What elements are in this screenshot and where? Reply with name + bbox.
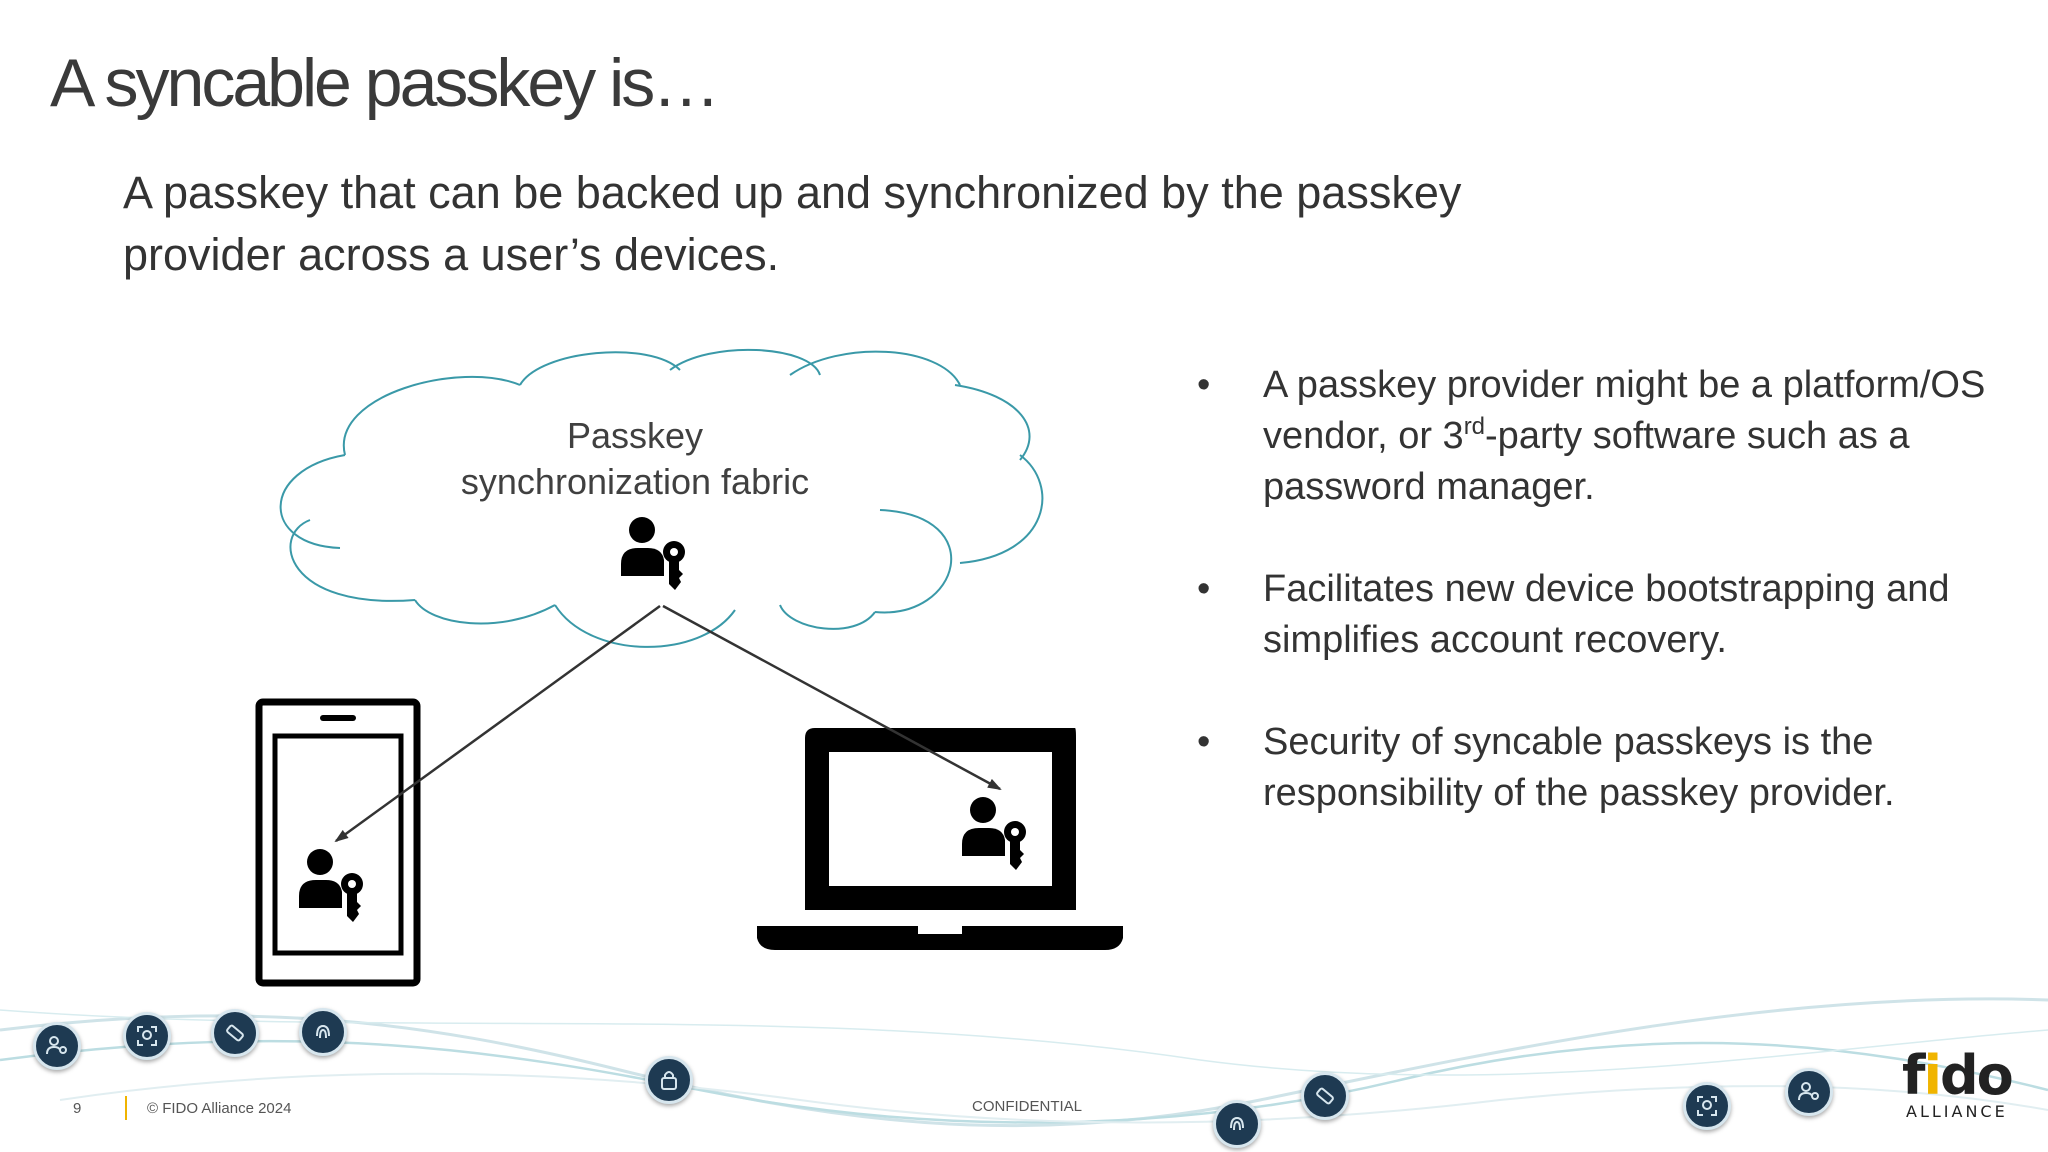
page-number: 9 xyxy=(73,1100,82,1117)
bullet-1-line-2: vendor, or 3rd-party software such as a xyxy=(1263,411,2035,462)
footer-copyright: © FIDO Alliance 2024 xyxy=(147,1100,292,1117)
bullet-list: • A passkey provider might be a platform… xyxy=(1195,360,2035,870)
user-key-icon xyxy=(33,1022,81,1070)
phone-passkey-icon xyxy=(299,849,363,922)
bullet-1-line-1: A passkey provider might be a platform/O… xyxy=(1263,364,1986,406)
cloud-label-line-1: Passkey xyxy=(566,415,704,456)
sync-cloud-shape xyxy=(279,348,1044,648)
phone-device-icon xyxy=(255,698,421,987)
usb-key-icon xyxy=(211,1009,259,1057)
bullet-1-line-3: password manager. xyxy=(1263,466,1595,508)
bullet-1-line-2-pre: vendor, or 3 xyxy=(1263,415,1464,457)
bullet-item: • A passkey provider might be a platform… xyxy=(1195,360,2035,513)
bullet-dot: • xyxy=(1197,721,1211,763)
bullet-dot: • xyxy=(1197,568,1211,610)
subtitle-line-2: provider across a user’s devices. xyxy=(123,229,780,280)
user-key-icon xyxy=(1785,1068,1833,1116)
slide-subtitle: A passkey that can be backed up and sync… xyxy=(123,162,1461,286)
bullet-2-line-2: simplifies account recovery. xyxy=(1263,619,1727,661)
face-id-icon xyxy=(123,1012,171,1060)
bullet-dot: • xyxy=(1197,364,1211,406)
bullet-1-superscript: rd xyxy=(1463,413,1486,440)
fido-logo-alliance: ALLIANCE xyxy=(1906,1102,2008,1121)
fido-logo-word: fido xyxy=(1902,1044,2014,1107)
cloud-label-line-2: synchronization fabric xyxy=(460,461,810,502)
subtitle-line-1: A passkey that can be backed up and sync… xyxy=(123,167,1462,218)
slide-title: A syncable passkey is… xyxy=(50,45,720,121)
fingerprint-icon xyxy=(1213,1100,1261,1148)
fingerprint-icon xyxy=(299,1008,347,1056)
bullet-3-line-2: responsibility of the passkey provider. xyxy=(1263,772,1895,814)
laptop-device-icon xyxy=(757,728,1123,950)
bullet-3-line-1: Security of syncable passkeys is the xyxy=(1263,721,1874,763)
cloud-passkey-icon xyxy=(621,517,685,590)
footer-confidential: CONFIDENTIAL xyxy=(972,1098,1083,1115)
fido-alliance-logo: fido ALLIANCE xyxy=(1890,1044,2020,1122)
bullet-1-line-2-post: -party software such as a xyxy=(1485,415,1910,457)
sync-arrow-to-laptop xyxy=(662,604,1002,791)
sync-arrow-to-phone xyxy=(334,604,661,843)
bullet-item: • Security of syncable passkeys is the r… xyxy=(1195,717,2035,819)
usb-key-icon xyxy=(1301,1072,1349,1120)
footer-divider xyxy=(125,1096,127,1120)
lock-icon xyxy=(645,1056,693,1104)
bullet-2-line-1: Facilitates new device bootstrapping and xyxy=(1263,568,1950,610)
face-id-icon xyxy=(1683,1082,1731,1130)
bullet-item: • Facilitates new device bootstrapping a… xyxy=(1195,564,2035,666)
